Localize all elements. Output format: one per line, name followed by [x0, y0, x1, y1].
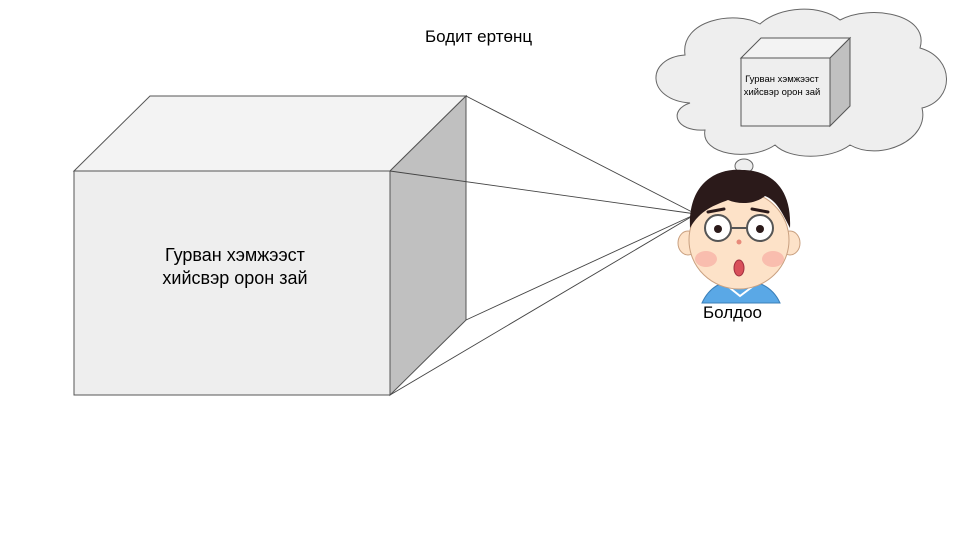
- diagram-title: Бодит ертөнц: [425, 27, 533, 46]
- left-eyebrow: [706, 207, 726, 214]
- mouth: [733, 259, 745, 277]
- real-cube: [72, 94, 468, 397]
- person-name: Болдоо: [703, 303, 762, 322]
- right-cheek: [762, 251, 784, 267]
- real-cube-front-face: [73, 170, 391, 396]
- real-cube-label-line: Гурван хэмжээст: [165, 245, 305, 265]
- real-cube-label: Гурван хэмжээст хийсвэр орон зай: [140, 244, 330, 290]
- right-eyebrow: [750, 207, 770, 214]
- sight-line: [465, 95, 697, 215]
- sight-line: [465, 213, 697, 321]
- hair: [689, 169, 791, 228]
- sight-lines: [389, 95, 697, 396]
- sight-line: [389, 170, 697, 215]
- thought-cube-label-line: хийсвэр орон зай: [743, 87, 821, 98]
- thought-cube: [739, 36, 852, 128]
- left-pupil: [714, 225, 722, 233]
- real-cube-label-line: хийсвэр орон зай: [162, 268, 308, 288]
- thought-cube-label: Гурван хэмжээст хийсвэр орон зай: [738, 73, 826, 99]
- person-illustration: [677, 169, 801, 304]
- thought-cube-label-line: Гурван хэмжээст: [745, 74, 819, 85]
- right-pupil: [756, 225, 764, 233]
- sight-line: [389, 213, 697, 396]
- left-cheek: [695, 251, 717, 267]
- nose: [736, 239, 742, 245]
- thought-cube-front-face: [740, 57, 831, 127]
